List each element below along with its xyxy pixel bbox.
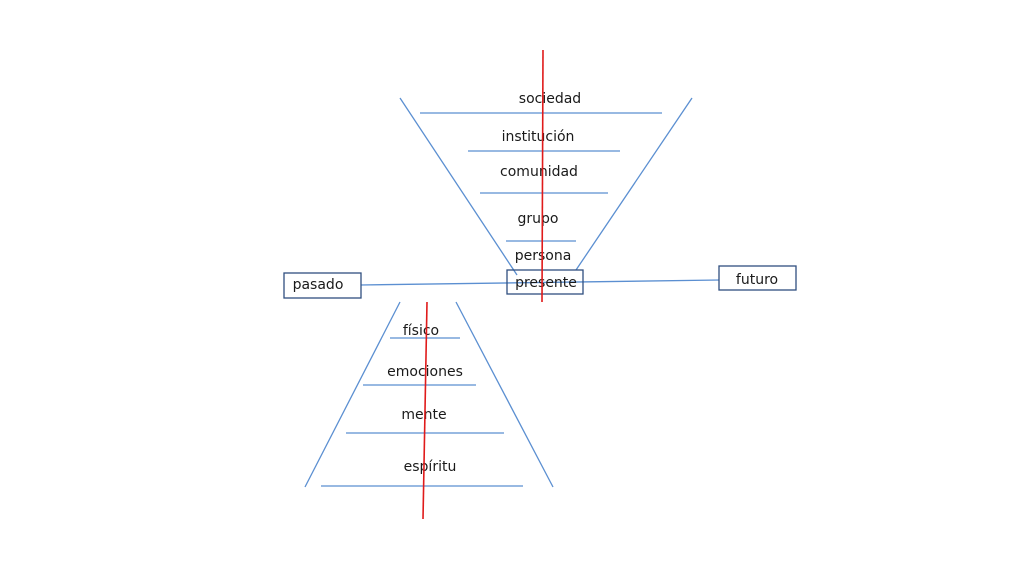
lower-level-espiritu: espíritu (404, 459, 457, 475)
lower-cone-left-side (304, 301, 401, 488)
upper-cone-right-side (575, 97, 693, 271)
lower-cone-right-side (455, 301, 554, 488)
present-label: presente (515, 275, 577, 291)
upper-red-axis (541, 49, 544, 303)
future-label: futuro (736, 272, 778, 288)
upper-level-sociedad: sociedad (519, 91, 581, 107)
present-box (506, 269, 584, 295)
upper-level-institucion: institución (502, 129, 575, 145)
timeline-line (359, 279, 721, 286)
upper-level-grupo: grupo (518, 211, 559, 227)
past-box (283, 272, 362, 299)
future-box (718, 265, 797, 291)
upper-cone-left-side (399, 97, 518, 276)
lower-level-mente: mente (401, 407, 446, 423)
past-label: pasado (293, 277, 344, 293)
lower-red-axis (422, 301, 428, 520)
upper-level-comunidad: comunidad (500, 164, 578, 180)
lower-level-fisico: físico (403, 323, 439, 339)
upper-level-persona: persona (515, 248, 572, 264)
